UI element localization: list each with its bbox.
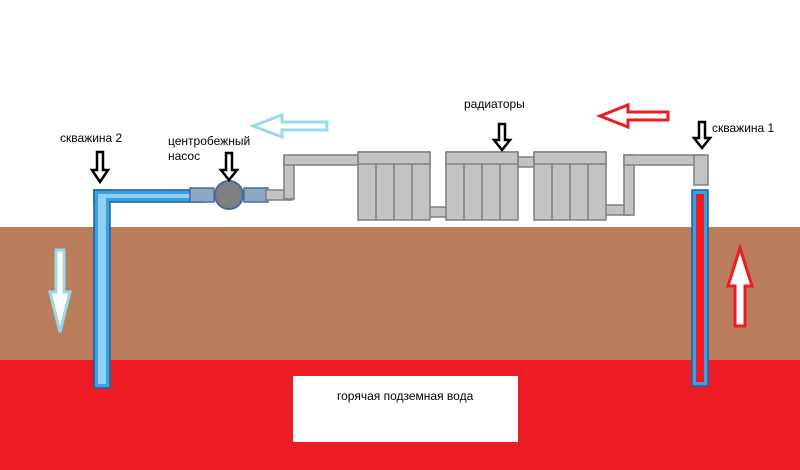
well-1-pipe — [691, 154, 709, 387]
radiator-icon — [357, 151, 431, 221]
well-1-label: скважина 1 — [712, 121, 775, 135]
well-2-pipe — [93, 189, 205, 389]
down-arrow-icon — [691, 120, 713, 151]
down-arrow-icon — [491, 122, 513, 153]
pump-icon — [214, 180, 244, 210]
grey-supply-pipe — [265, 154, 705, 218]
up-arrow-icon — [725, 243, 755, 328]
pump-label: центробежный насос — [168, 134, 251, 163]
down-arrow-icon — [218, 151, 240, 183]
down-arrow-icon — [48, 248, 72, 333]
pump-assembly — [189, 180, 269, 210]
down-arrow-icon — [89, 150, 111, 185]
left-arrow-icon — [595, 102, 670, 130]
hot-water-label-box: горячая подземная вода — [293, 376, 518, 442]
radiators-label: радиаторы — [464, 97, 525, 111]
well-2-label: скважина 2 — [60, 131, 123, 145]
radiator-icon — [533, 151, 607, 221]
radiator-icon — [445, 151, 519, 221]
hot-water-label: горячая подземная вода — [337, 389, 474, 403]
left-arrow-icon — [248, 112, 329, 140]
ground-layer — [0, 227, 800, 362]
